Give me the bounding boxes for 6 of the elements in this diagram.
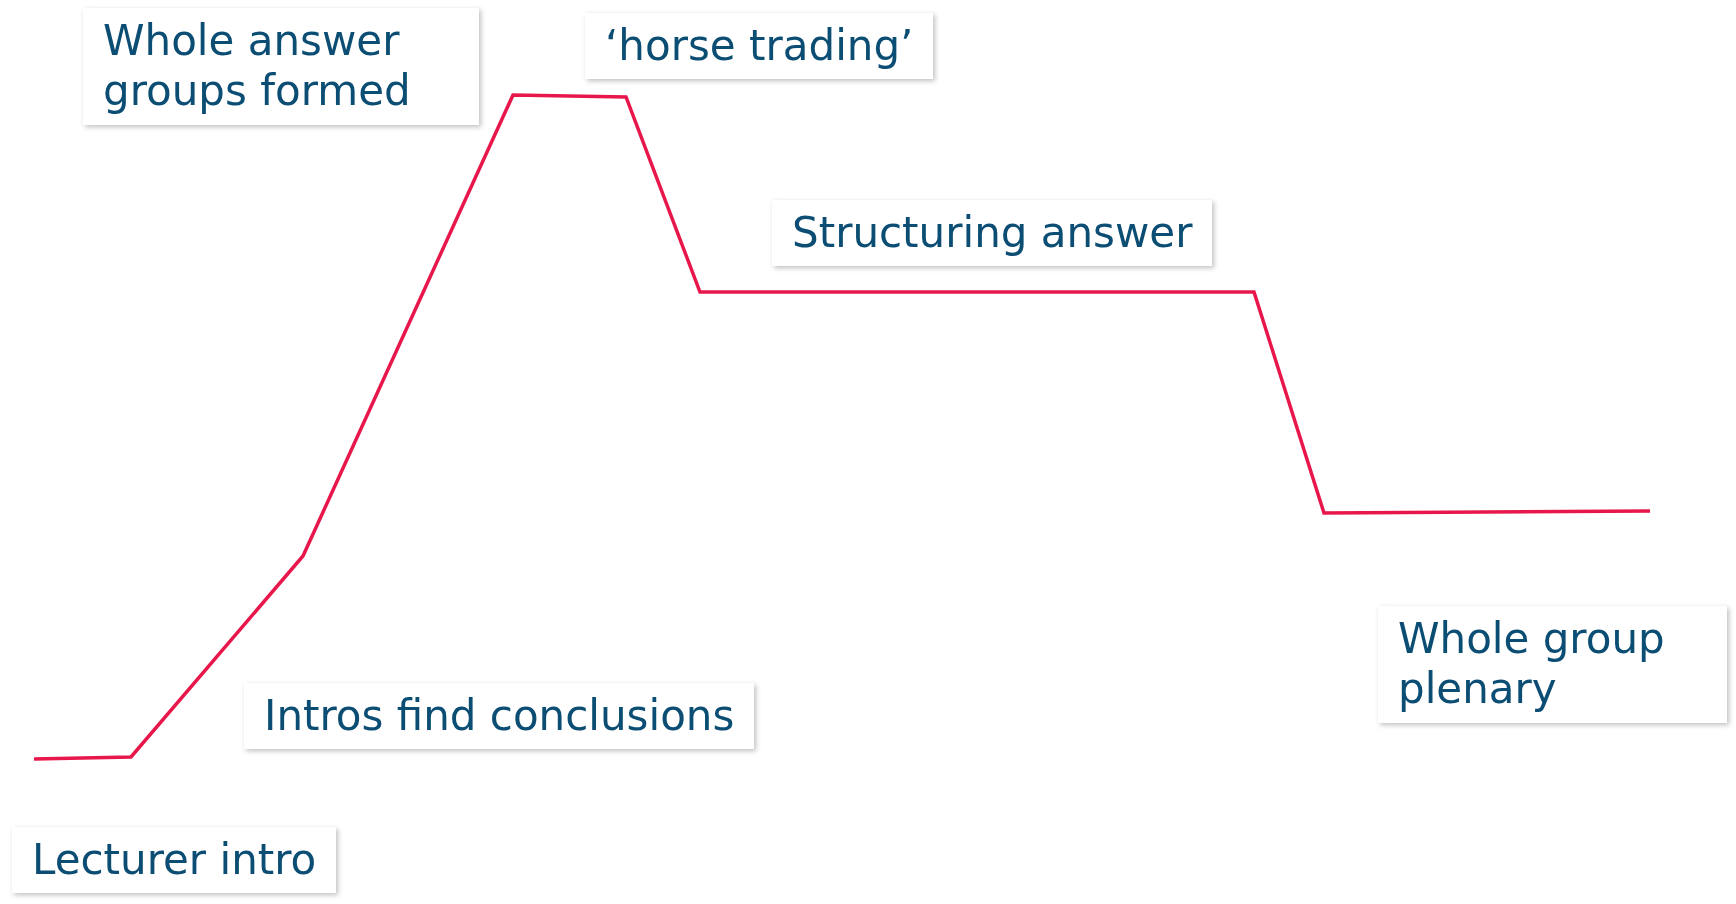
label-box: Structuring answer [772, 200, 1213, 267]
label-box: Whole answer groups formed [83, 8, 479, 125]
label-box: Whole group plenary [1378, 606, 1727, 723]
label-box: Lecturer intro [12, 827, 337, 894]
label-box: Intros find conclusions [244, 683, 755, 750]
label-box: ‘horse trading’ [585, 13, 934, 80]
